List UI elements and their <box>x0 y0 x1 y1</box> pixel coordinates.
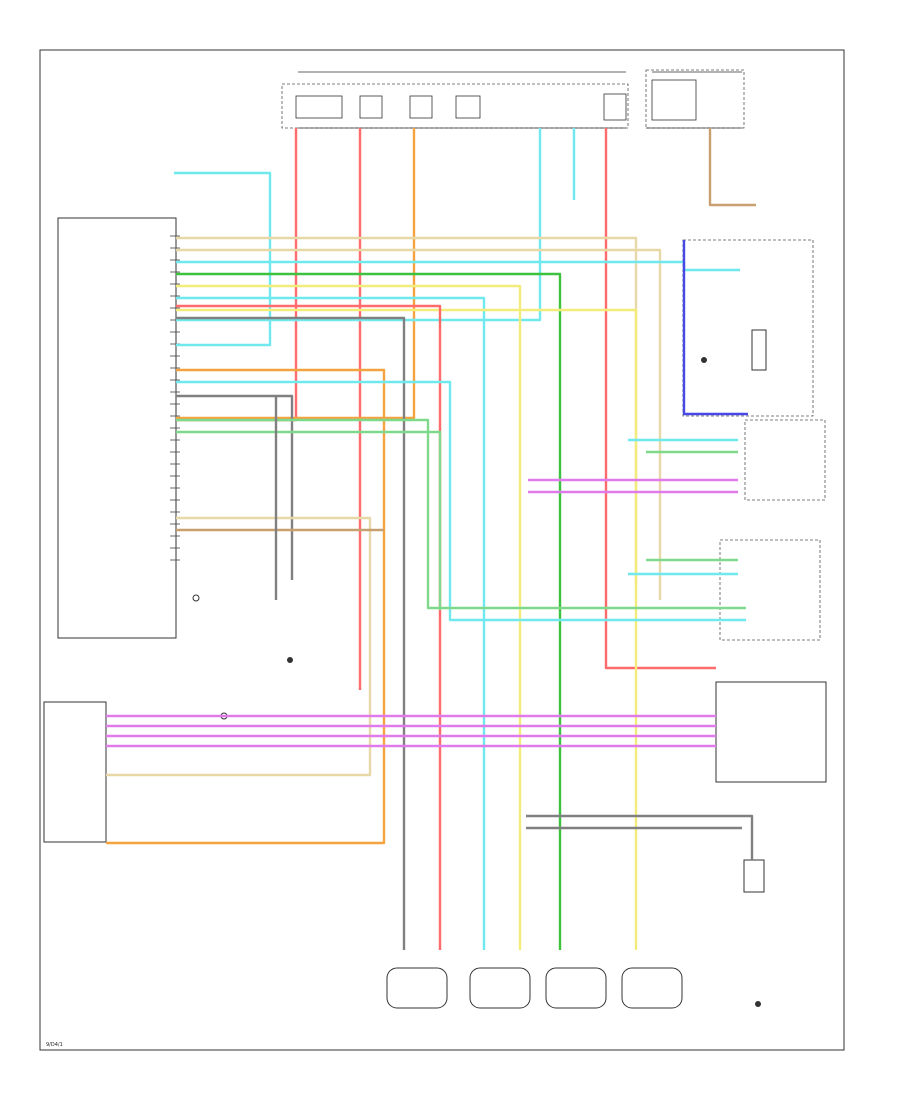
wire-gray-17 <box>176 316 406 950</box>
fuse-1 <box>295 95 343 119</box>
wire-tan-9 <box>176 236 638 585</box>
fuse-block-outline <box>281 83 629 129</box>
underhood-fuse-block <box>281 69 745 129</box>
wire-lt-blu-11 <box>176 260 740 272</box>
wire-dk-blue-18 <box>682 240 748 416</box>
ground-traction <box>701 357 707 363</box>
traction-switch-outline <box>682 239 814 417</box>
wheel-sensor-right-front <box>545 967 607 1009</box>
fuse-4 <box>455 95 481 119</box>
wire-red-7 <box>604 128 716 670</box>
fuse-5 <box>603 93 627 121</box>
fuse-box-lower-right <box>743 859 765 893</box>
ignition-relay-outline <box>719 539 821 641</box>
wire-tan-10 <box>176 248 662 600</box>
wire-yellow-13 <box>176 284 522 950</box>
fuse-2 <box>359 95 383 119</box>
ground-lower-right <box>755 1001 761 1007</box>
wire-orange-19 <box>106 368 386 845</box>
wire-lt-blu-5 <box>176 128 542 322</box>
wire-green-12 <box>176 272 562 950</box>
wheel-sensor-left-front <box>386 967 448 1009</box>
fuse-3 <box>409 95 433 119</box>
pcm-module <box>43 701 107 843</box>
brake-lamp-switch <box>751 329 767 371</box>
ebtcm-module <box>57 217 200 639</box>
wire-yellow-15 <box>176 308 638 950</box>
wire-lt-green-23 <box>176 430 442 610</box>
instrument-cluster <box>715 681 827 783</box>
ground-ebtcm <box>287 657 293 663</box>
body-control-module-outline <box>744 419 826 501</box>
wire-lt-blu-14 <box>176 296 486 950</box>
relay-box <box>651 79 697 121</box>
wire-tan-30 <box>106 516 372 777</box>
wire-red-16 <box>176 304 442 950</box>
diagram-frame <box>39 49 845 1051</box>
wheel-sensor-left-rear <box>469 967 531 1009</box>
relay-center-outline <box>645 69 745 129</box>
wheel-speed-sensors <box>386 967 683 1009</box>
wire-gray-21 <box>176 394 294 580</box>
wire-harness <box>106 128 756 950</box>
brake-switch-symbol <box>192 594 200 602</box>
footer-code: 9/D4/1 <box>46 1042 63 1048</box>
wire-gray-36 <box>526 814 754 860</box>
wire-brown-8 <box>708 128 756 207</box>
ebtcm-box <box>57 217 177 639</box>
wire-orange-4 <box>176 128 416 420</box>
wheel-sensor-right-rear <box>621 967 683 1009</box>
wire-lt-blu-1 <box>174 171 272 347</box>
wire-lt-blu-20 <box>176 380 746 622</box>
wire-lt-green-22 <box>176 418 746 610</box>
